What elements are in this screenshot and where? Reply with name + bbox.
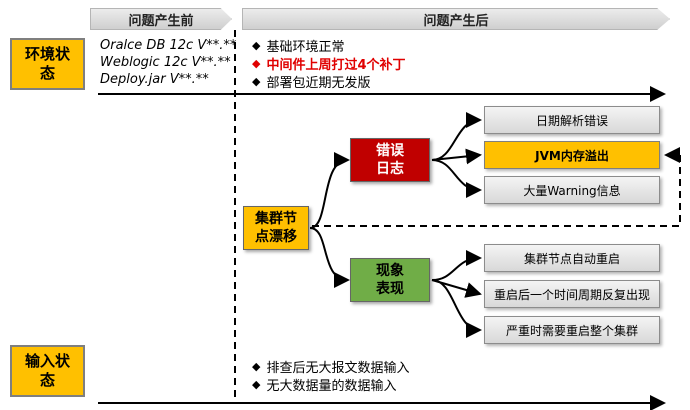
- error-to-leaf-1-connector: [431, 112, 482, 161]
- symptom-leaf-3-text: 严重时需要重启整个集群: [505, 323, 638, 338]
- phase-before-label: 问题产生前: [128, 13, 194, 29]
- diamond-bullet-icon: ◆: [252, 39, 261, 52]
- root-node-line1: 集群节: [255, 211, 297, 227]
- env-after-item-1: ◆ 基础环境正常: [252, 36, 344, 55]
- env-state-box: 环境状 态: [10, 38, 85, 90]
- env-after-item-2-text: 中间件上周打过4个补丁: [266, 58, 406, 73]
- error-to-leaf-2-connector: [431, 148, 482, 165]
- error-node-line2: 日志: [376, 161, 404, 177]
- error-leaf-2-text: JVM内存溢出: [535, 148, 609, 163]
- error-to-leaf-3-connector: [431, 159, 482, 198]
- root-node-line2: 点漂移: [255, 229, 297, 245]
- symptom-leaf-cluster-restart: 严重时需要重启整个集群: [484, 316, 660, 344]
- symptom-leaf-2-text: 重启后一个时间周期反复出现: [493, 287, 650, 302]
- symptom-to-leaf-3-connector: [431, 279, 482, 338]
- before-item-db: Oralce DB 12c V**.**: [100, 38, 236, 53]
- symptom-leaf-auto-restart: 集群节点自动重启: [484, 244, 660, 272]
- diamond-bullet-icon: ◆: [252, 360, 261, 373]
- error-node-line1: 错误: [376, 143, 404, 159]
- error-log-node: 错误 日志: [350, 138, 430, 182]
- error-leaf-jvm-oom: JVM内存溢出: [484, 141, 660, 169]
- error-leaf-warnings: 大量Warning信息: [484, 176, 660, 204]
- jvm-feedback-dashed-arrow: [312, 155, 681, 227]
- before-item-db-text: Oralce DB 12c V**.**: [100, 38, 237, 53]
- input-state-label-line2: 态: [39, 371, 55, 389]
- input-after-item-1-text: 排查后无大报文数据输入: [266, 361, 410, 376]
- input-after-item-2: ◆ 无大数据量的数据输入: [252, 375, 396, 394]
- env-state-label-line2: 态: [39, 64, 55, 82]
- input-state-box: 输入状 态: [10, 345, 85, 397]
- diamond-bullet-icon: ◆: [252, 75, 261, 88]
- root-to-error-connector: [309, 152, 350, 229]
- symptom-node-line1: 现象: [376, 263, 404, 279]
- env-state-label-line1: 环境状: [24, 45, 70, 63]
- before-item-deploy-text: Deploy.jar V**.**: [100, 72, 209, 87]
- symptom-leaf-1-text: 集群节点自动重启: [523, 251, 620, 266]
- error-leaf-3-text: 大量Warning信息: [523, 183, 621, 198]
- env-after-item-2: ◆ 中间件上周打过4个补丁: [252, 54, 406, 73]
- env-after-item-3-text: 部署包近期无发版: [266, 76, 371, 91]
- diamond-bullet-icon: ◆: [252, 57, 261, 70]
- error-leaf-1-text: 日期解析错误: [535, 113, 608, 128]
- symptom-node-line2: 表现: [376, 281, 404, 297]
- symptom-node: 现象 表现: [350, 258, 430, 302]
- input-state-label-line1: 输入状: [24, 352, 70, 370]
- error-leaf-date-parse: 日期解析错误: [484, 106, 660, 134]
- root-node-cluster-drift: 集群节 点漂移: [243, 206, 309, 250]
- env-after-item-1-text: 基础环境正常: [266, 40, 345, 55]
- phase-after-header: 问题产生后: [242, 8, 670, 30]
- diamond-bullet-icon: ◆: [252, 378, 261, 391]
- before-item-weblogic-text: Weblogic 12c V**.**: [100, 55, 231, 70]
- before-item-weblogic: Weblogic 12c V**.**: [100, 55, 231, 70]
- env-after-item-3: ◆ 部署包近期无发版: [252, 72, 370, 91]
- phase-before-header: 问题产生前: [90, 8, 232, 30]
- input-after-item-1: ◆ 排查后无大报文数据输入: [252, 357, 409, 376]
- symptom-leaf-recurring: 重启后一个时间周期反复出现: [484, 280, 660, 308]
- root-to-symptom-connector: [309, 227, 350, 288]
- input-after-item-2-text: 无大数据量的数据输入: [266, 379, 397, 394]
- phase-after-label: 问题产生后: [423, 13, 489, 29]
- symptom-to-leaf-1-connector: [431, 250, 482, 281]
- before-item-deploy: Deploy.jar V**.**: [100, 72, 209, 87]
